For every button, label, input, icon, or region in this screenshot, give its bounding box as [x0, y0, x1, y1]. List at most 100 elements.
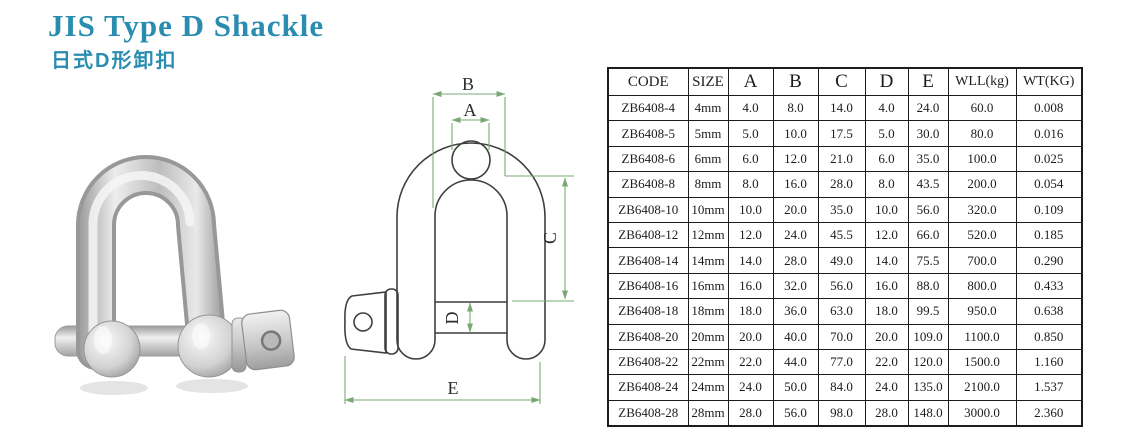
value-cell: 4mm	[687, 94, 729, 122]
value-cell: 63.0	[817, 298, 866, 325]
value-cell: 10.0	[727, 196, 774, 223]
dim-label-c: C	[540, 232, 560, 244]
value-cell: 21.0	[817, 145, 866, 173]
value-cell: 22mm	[687, 348, 729, 376]
column-header-code: CODE	[607, 67, 689, 96]
photo-shadow-right	[176, 379, 248, 393]
page-title: JIS Type D Shackle	[48, 8, 325, 43]
value-cell: 0.290	[1015, 247, 1083, 274]
value-cell: 16mm	[687, 272, 729, 300]
pin-head-hole-outline	[353, 312, 373, 332]
value-cell: 99.5	[907, 298, 949, 325]
code-cell: ZB6408-10	[607, 196, 689, 223]
code-cell: ZB6408-5	[607, 120, 689, 147]
shackle-outline	[344, 140, 546, 360]
value-cell: 35.0	[817, 196, 866, 223]
value-cell: 950.0	[947, 298, 1017, 325]
left-leg-bottom	[396, 339, 436, 360]
code-cell: ZB6408-4	[607, 94, 689, 122]
value-cell: 24.0	[727, 374, 774, 401]
value-cell: 28.0	[864, 399, 909, 427]
value-cell: 30.0	[907, 120, 949, 147]
right-eye	[177, 314, 241, 378]
column-header-c: C	[817, 67, 866, 96]
value-cell: 6mm	[687, 145, 729, 173]
value-cell: 6.0	[864, 145, 909, 173]
value-cell: 66.0	[907, 221, 949, 249]
column-header-size: SIZE	[687, 67, 729, 96]
specular-right	[192, 323, 210, 349]
value-cell: 0.185	[1015, 221, 1083, 249]
left-eye	[83, 320, 141, 378]
value-cell: 5.0	[864, 120, 909, 147]
value-cell: 1500.0	[947, 348, 1017, 376]
product-photo	[40, 128, 300, 412]
code-cell: ZB6408-24	[607, 374, 689, 401]
value-cell: 2100.0	[947, 374, 1017, 401]
value-cell: 20.0	[727, 323, 774, 350]
value-cell: 35.0	[907, 145, 949, 173]
dim-label-e: E	[448, 378, 459, 398]
value-cell: 20.0	[864, 323, 909, 350]
value-cell: 1.537	[1015, 374, 1083, 401]
value-cell: 16.0	[864, 272, 909, 300]
outer-profile	[396, 142, 546, 340]
value-cell: 3000.0	[947, 399, 1017, 427]
value-cell: 12.0	[772, 145, 819, 173]
value-cell: 8mm	[687, 171, 729, 198]
value-cell: 520.0	[947, 221, 1017, 249]
value-cell: 8.0	[727, 171, 774, 198]
value-cell: 16.0	[772, 171, 819, 198]
value-cell: 45.5	[817, 221, 866, 249]
column-header-a: A	[727, 67, 774, 96]
code-cell: ZB6408-14	[607, 247, 689, 274]
value-cell: 5mm	[687, 120, 729, 147]
value-cell: 0.054	[1015, 171, 1083, 198]
dim-label-d: D	[442, 312, 462, 325]
value-cell: 120.0	[907, 348, 949, 376]
value-cell: 80.0	[947, 120, 1017, 147]
value-cell: 12.0	[864, 221, 909, 249]
value-cell: 0.638	[1015, 298, 1083, 325]
value-cell: 2.360	[1015, 399, 1083, 427]
value-cell: 18.0	[864, 298, 909, 325]
value-cell: 20.0	[772, 196, 819, 223]
value-cell: 1100.0	[947, 323, 1017, 350]
value-cell: 800.0	[947, 272, 1017, 300]
value-cell: 98.0	[817, 399, 866, 427]
shackle-body-highlight	[88, 170, 195, 353]
value-cell: 14mm	[687, 247, 729, 274]
value-cell: 8.0	[772, 94, 819, 122]
value-cell: 0.433	[1015, 272, 1083, 300]
value-cell: 43.5	[907, 171, 949, 198]
inner-profile	[434, 179, 508, 340]
value-cell: 28.0	[772, 247, 819, 274]
pin-flange	[384, 288, 399, 355]
value-cell: 10.0	[864, 196, 909, 223]
value-cell: 12mm	[687, 221, 729, 249]
value-cell: 148.0	[907, 399, 949, 427]
column-header-b: B	[772, 67, 819, 96]
value-cell: 4.0	[864, 94, 909, 122]
value-cell: 10.0	[772, 120, 819, 147]
value-cell: 70.0	[817, 323, 866, 350]
value-cell: 49.0	[817, 247, 866, 274]
code-cell: ZB6408-6	[607, 145, 689, 173]
value-cell: 320.0	[947, 196, 1017, 223]
pin-head-hole	[260, 330, 282, 351]
shackle-photo-svg	[54, 155, 295, 395]
value-cell: 44.0	[772, 348, 819, 376]
value-cell: 0.850	[1015, 323, 1083, 350]
value-cell: 22.0	[727, 348, 774, 376]
value-cell: 100.0	[947, 145, 1017, 173]
dimension-lines	[344, 91, 574, 404]
value-cell: 84.0	[817, 374, 866, 401]
